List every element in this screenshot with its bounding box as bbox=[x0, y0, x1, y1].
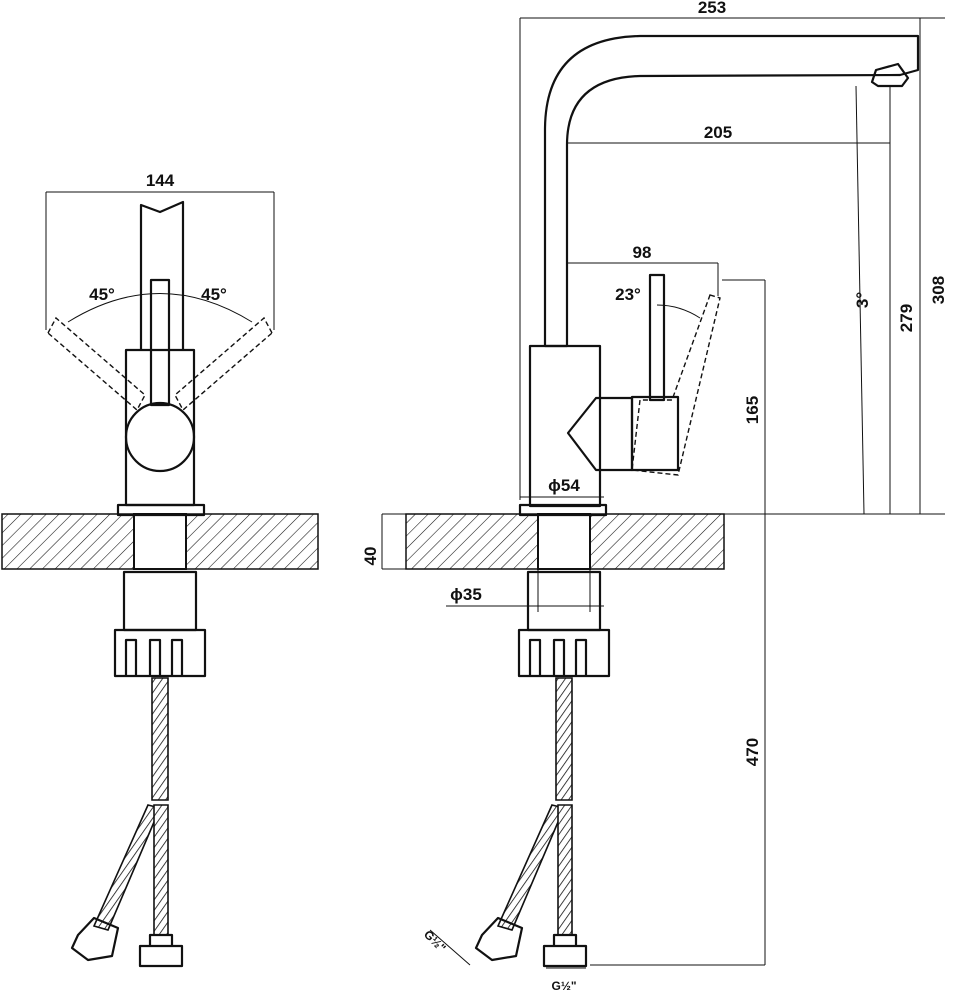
side-base-diameter: ϕ54 bbox=[548, 476, 580, 495]
side-handle-cap bbox=[630, 395, 680, 472]
side-dim-3deg-line bbox=[855, 85, 865, 515]
side-handle-lever bbox=[648, 273, 666, 402]
front-spout bbox=[139, 200, 185, 350]
side-connector-left bbox=[474, 916, 524, 962]
side-hose-left bbox=[496, 804, 566, 931]
side-angle-arc bbox=[656, 304, 701, 319]
front-body bbox=[124, 348, 196, 507]
side-connector-left-label: G½" bbox=[421, 927, 449, 955]
front-hose-right bbox=[153, 804, 169, 936]
side-handle-rotated bbox=[631, 294, 721, 476]
front-width-dim: 144 bbox=[146, 171, 175, 190]
side-aerator bbox=[870, 62, 910, 88]
side-hose-right bbox=[557, 804, 573, 936]
side-spout-tilt: 3° bbox=[853, 292, 872, 308]
front-handle-right-rotated bbox=[174, 316, 273, 412]
side-shank bbox=[537, 513, 591, 570]
side-height-279: 279 bbox=[897, 304, 916, 332]
front-shank bbox=[133, 513, 187, 570]
side-connector-left-leader bbox=[429, 929, 471, 966]
side-handle-angle: 23° bbox=[615, 285, 641, 304]
side-hose-upper bbox=[555, 677, 573, 801]
front-handle-hub bbox=[124, 401, 196, 473]
front-view: 144 45° 45° bbox=[1, 171, 319, 968]
front-hose-upper bbox=[151, 677, 169, 801]
side-counter-thickness: 40 bbox=[361, 547, 380, 566]
side-connector-right bbox=[542, 933, 588, 968]
side-handle-depth: 98 bbox=[633, 243, 652, 262]
side-height-308: 308 bbox=[929, 276, 948, 304]
front-angle-arc bbox=[67, 293, 253, 323]
side-shank-diameter: ϕ35 bbox=[450, 585, 482, 604]
side-connector-right-label: G½" bbox=[551, 979, 576, 993]
side-hose-length: 470 bbox=[743, 738, 762, 766]
front-handle-lever bbox=[149, 278, 171, 407]
side-reach-spout: 205 bbox=[704, 123, 732, 142]
front-hose-left bbox=[92, 804, 162, 931]
side-spout bbox=[543, 34, 920, 348]
front-angle-right-label: 45° bbox=[201, 285, 227, 304]
front-connector-right bbox=[138, 933, 184, 968]
front-angle-left-label: 45° bbox=[89, 285, 115, 304]
side-handle-height: 165 bbox=[743, 396, 762, 424]
front-connector-left bbox=[70, 916, 120, 962]
front-mount-sleeve bbox=[122, 570, 198, 632]
side-mount-nut bbox=[517, 628, 611, 678]
side-view: 253 205 98 23° 165 3° 279 308 ϕ54 ϕ35 40… bbox=[361, 0, 948, 993]
front-handle-left-rotated bbox=[47, 316, 146, 412]
front-mount-nut bbox=[113, 628, 207, 678]
side-reach-total: 253 bbox=[698, 0, 726, 17]
side-mount-sleeve bbox=[526, 570, 602, 632]
